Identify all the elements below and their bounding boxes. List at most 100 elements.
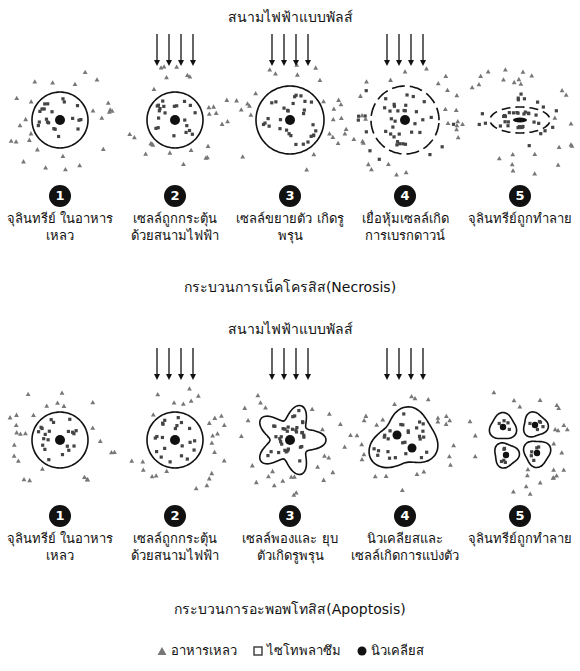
food-particle bbox=[211, 104, 216, 108]
field-arrow-head bbox=[281, 60, 287, 66]
cytoplasm-particle bbox=[534, 113, 537, 116]
field-arrow-shaft bbox=[192, 348, 193, 375]
cell-membrane bbox=[490, 107, 550, 133]
cytoplasm-particle bbox=[287, 109, 290, 112]
food-particle bbox=[516, 77, 521, 81]
step-caption: จุลินทรีย์ถูกทำลาย bbox=[466, 531, 574, 548]
cytoplasm-particle bbox=[506, 421, 509, 424]
food-particle bbox=[143, 152, 148, 156]
cytoplasm-particle bbox=[297, 409, 300, 412]
food-particle bbox=[358, 94, 363, 98]
food-particle bbox=[234, 98, 239, 102]
cytoplasm-particle bbox=[551, 126, 554, 129]
food-particle bbox=[338, 422, 343, 426]
step-marker: 3เซลล์พองและ ยุบตัวเกิดรูพรุน bbox=[236, 505, 344, 565]
cell-membrane bbox=[147, 412, 203, 468]
cytoplasm-particle bbox=[423, 100, 426, 103]
food-particle bbox=[369, 167, 374, 171]
field-arrow bbox=[281, 34, 287, 66]
field-arrow-shaft bbox=[156, 34, 157, 61]
food-particle bbox=[342, 131, 347, 135]
step-marker: 4เยื่อหุ้มเซลล์เกิด การเบรกดาวน์ bbox=[351, 185, 459, 245]
food-particle bbox=[315, 464, 320, 468]
cytoplasm-particle bbox=[163, 111, 166, 114]
cytoplasm-particle bbox=[302, 112, 305, 115]
cytoplasm-particle bbox=[357, 119, 360, 122]
cytoplasm-particle bbox=[162, 105, 165, 108]
food-particle bbox=[321, 478, 326, 482]
food-particle bbox=[426, 397, 431, 401]
cell-membrane bbox=[524, 412, 549, 437]
food-particle bbox=[538, 480, 543, 484]
food-particle bbox=[304, 167, 309, 171]
field-arrow-shaft bbox=[271, 348, 272, 375]
cytoplasm-particle bbox=[192, 448, 195, 451]
field-arrow-shaft bbox=[192, 34, 193, 61]
cytoplasm-particle bbox=[293, 95, 296, 98]
cytoplasm-particle bbox=[191, 133, 194, 136]
food-particle bbox=[409, 394, 414, 398]
food-particle bbox=[155, 392, 160, 396]
cell-membrane bbox=[32, 92, 88, 148]
food-particle bbox=[361, 141, 366, 145]
cytoplasm-particle bbox=[72, 444, 75, 447]
cytoplasm-particle bbox=[194, 111, 197, 114]
step-marker: 1จุลินทรีย์ ในอาหารเหลว bbox=[6, 505, 114, 565]
food-particle bbox=[224, 98, 229, 102]
cytoplasm-particle bbox=[415, 110, 418, 113]
cytoplasm-particle bbox=[294, 429, 297, 432]
callout-number: 4 bbox=[400, 188, 409, 203]
step-caption: จุลินทรีย์ ในอาหารเหลว bbox=[6, 211, 114, 245]
food-particle bbox=[336, 98, 341, 102]
food-particle bbox=[470, 85, 475, 89]
legend-entry: ไซโทพลาซึม bbox=[253, 640, 341, 661]
food-particle bbox=[477, 82, 482, 86]
cytoplasm-particle bbox=[376, 454, 379, 457]
cytoplasm-particle bbox=[47, 438, 50, 441]
food-particle bbox=[311, 152, 316, 156]
cytoplasm-particle bbox=[527, 112, 530, 115]
food-particle bbox=[152, 87, 157, 91]
food-particle bbox=[538, 398, 543, 402]
field-arrow-head bbox=[396, 60, 402, 66]
food-particle bbox=[55, 400, 60, 404]
cytoplasm-particle bbox=[508, 428, 511, 431]
food-particle bbox=[63, 167, 68, 171]
nucleus bbox=[285, 115, 295, 125]
food-particle bbox=[553, 427, 558, 431]
cytoplasm-particle bbox=[415, 426, 418, 429]
cytoplasm-particle bbox=[430, 116, 433, 119]
cytoplasm-particle bbox=[528, 144, 531, 147]
cytoplasm-particle bbox=[516, 126, 519, 129]
cytoplasm-particle bbox=[402, 412, 405, 415]
field-arrow-head bbox=[293, 374, 299, 380]
food-particle bbox=[435, 419, 440, 423]
food-particle bbox=[364, 414, 369, 418]
microbe-cell bbox=[129, 386, 226, 490]
cytoplasm-particle bbox=[268, 125, 271, 128]
food-particle bbox=[386, 162, 391, 166]
cytoplasm-particle bbox=[528, 422, 531, 425]
cytoplasm-particle bbox=[422, 422, 425, 425]
cytoplasm-particle bbox=[161, 99, 164, 102]
field-arrow-head bbox=[396, 374, 402, 380]
cytoplasm-particle bbox=[507, 120, 510, 123]
cytoplasm-particle bbox=[61, 97, 64, 100]
food-particle bbox=[394, 172, 399, 176]
cytoplasm-particle bbox=[395, 143, 398, 146]
nucleus bbox=[503, 452, 509, 458]
cytoplasm-particle bbox=[40, 107, 43, 110]
food-particle bbox=[521, 69, 526, 73]
callout-number: 2 bbox=[170, 508, 179, 523]
cytoplasm-particle bbox=[287, 425, 290, 428]
food-particle bbox=[220, 122, 225, 126]
food-particle bbox=[310, 407, 315, 411]
food-particle bbox=[253, 91, 258, 95]
food-particle bbox=[151, 412, 156, 416]
food-particle bbox=[554, 473, 559, 477]
food-particle bbox=[22, 477, 27, 481]
cytoplasm-particle bbox=[174, 427, 177, 430]
food-particle bbox=[16, 458, 21, 462]
cytoplasm-particle bbox=[391, 125, 394, 128]
food-particle bbox=[246, 418, 251, 422]
